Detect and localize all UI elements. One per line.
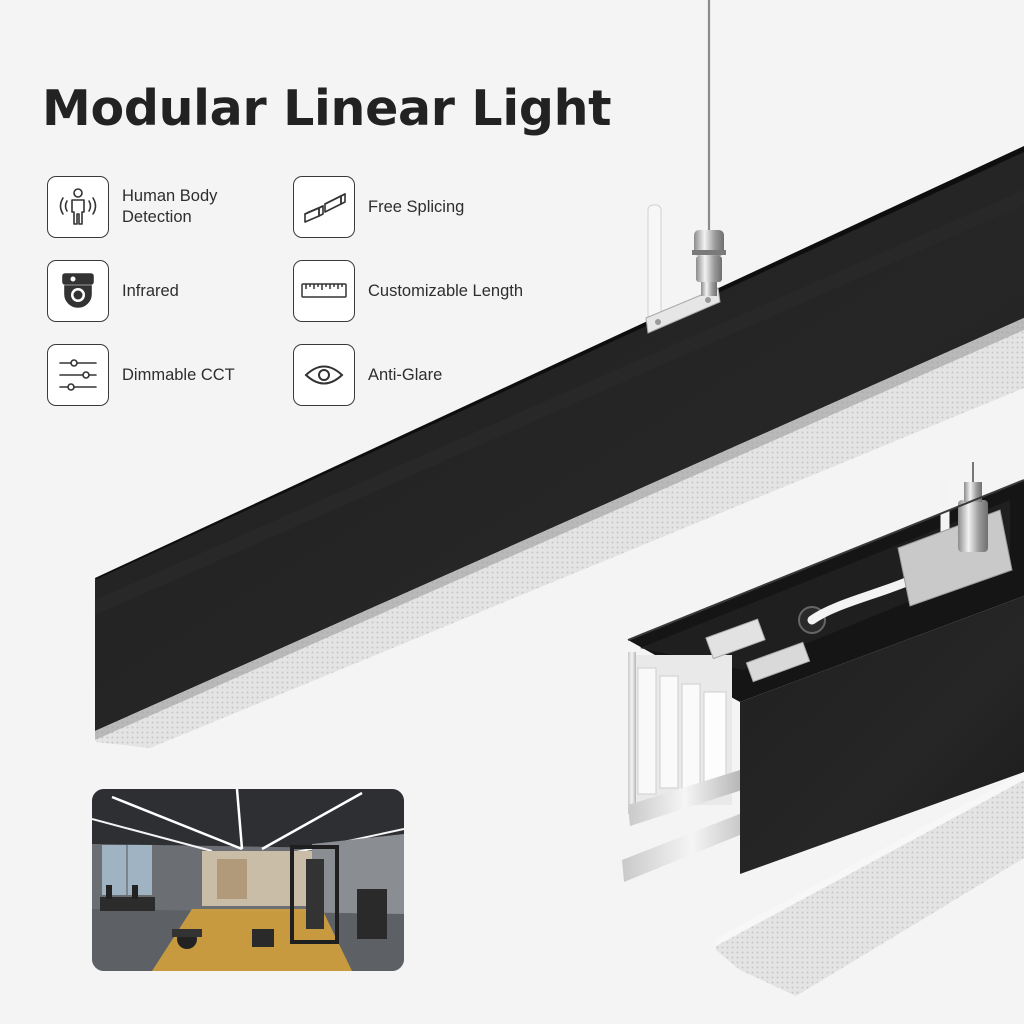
feature-anti-glare: Anti-Glare — [293, 343, 442, 407]
feature-label-line2: Detection — [122, 208, 192, 226]
feature-label: Dimmable CCT — [122, 365, 235, 384]
feature-free-splicing: Free Splicing — [293, 175, 464, 239]
infrared-camera-icon — [47, 260, 109, 322]
ceiling-bracket — [645, 230, 726, 334]
feature-customizable-length: Customizable Length — [293, 259, 523, 323]
feature-label: Infrared — [122, 281, 179, 300]
gym-application-photo — [92, 789, 404, 971]
feature-human-body-detection: Human Body Detection — [47, 175, 217, 239]
power-cord — [647, 204, 662, 324]
page-title: Modular Linear Light — [42, 80, 612, 137]
fixture-diffuser-shade — [95, 318, 1024, 740]
feature-label: Customizable Length — [368, 281, 524, 300]
feature-label: Anti-Glare — [368, 365, 443, 384]
cross-section-detail — [622, 462, 1024, 996]
feature-label: Free Splicing — [368, 197, 465, 216]
free-splicing-icon — [293, 176, 355, 238]
feature-infrared: Infrared — [47, 259, 179, 323]
fixture-highlight — [95, 190, 1024, 615]
human-body-icon — [47, 176, 109, 238]
ruler-icon — [293, 260, 355, 322]
eye-icon — [293, 344, 355, 406]
feature-dimmable-cct: Dimmable CCT — [47, 343, 235, 407]
sliders-icon — [47, 344, 109, 406]
feature-label: Human Body — [122, 187, 218, 205]
